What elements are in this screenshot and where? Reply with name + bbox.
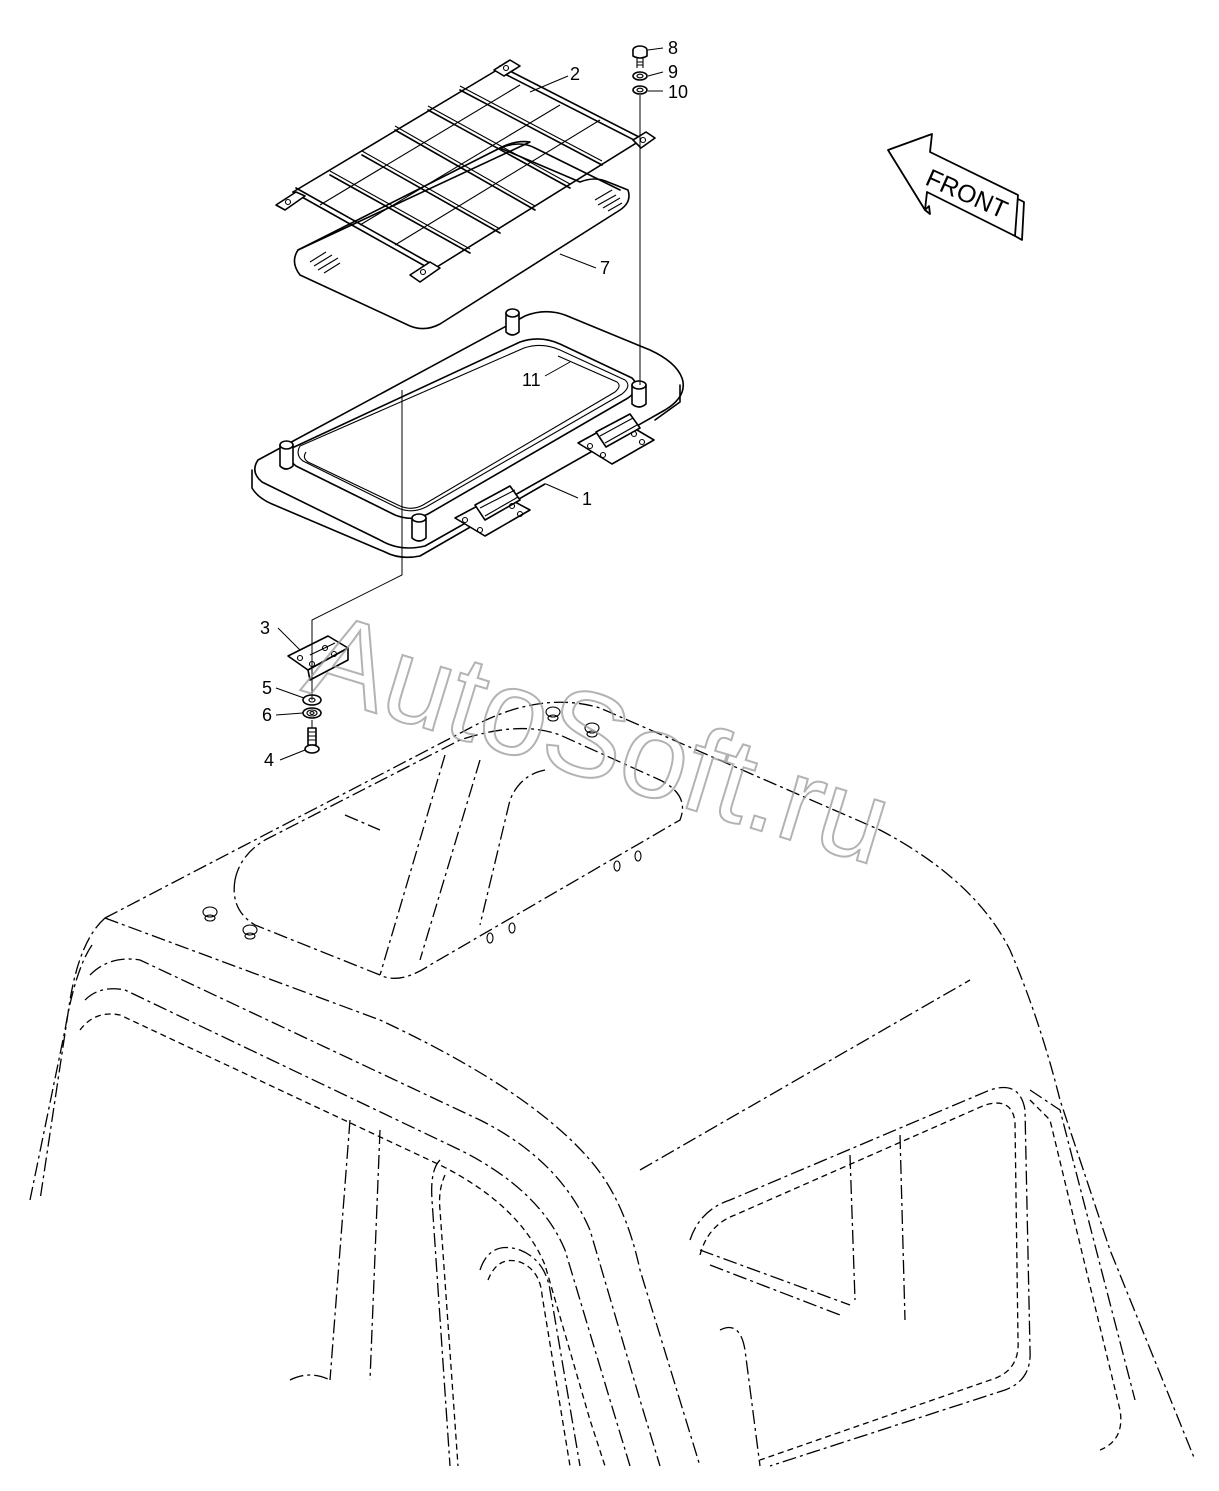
callout-10: 10 (668, 82, 688, 102)
part-6-washer (302, 707, 322, 719)
part-11-seal (303, 355, 620, 509)
callout-3: 3 (260, 618, 270, 638)
part-4-bolt (304, 727, 320, 754)
callout-4: 4 (264, 750, 274, 770)
watermark: AutoSoft.ru (292, 587, 905, 891)
callout-labels: 8 9 10 2 7 11 1 3 5 6 4 (260, 38, 688, 770)
part-8-bolt (632, 45, 648, 68)
callout-6: 6 (262, 705, 272, 725)
callout-1: 1 (582, 489, 592, 509)
alignment-lines (311, 95, 641, 728)
callout-11: 11 (522, 370, 541, 390)
part-9-washer (632, 71, 648, 81)
callout-2: 2 (570, 64, 580, 84)
part-3-bracket (287, 635, 349, 681)
callout-5: 5 (262, 678, 272, 698)
callout-9: 9 (668, 62, 678, 82)
part-10-washer (632, 85, 648, 95)
callout-8: 8 (668, 38, 678, 58)
part-7-glass-panel (293, 140, 630, 330)
cab-outline (29, 701, 1196, 1467)
front-direction-arrow-icon: FRONT (887, 133, 1025, 241)
leader-lines (275, 47, 664, 761)
callout-7: 7 (600, 258, 610, 278)
part-1-frame (251, 308, 684, 559)
part-2-guard-grille (275, 59, 656, 283)
